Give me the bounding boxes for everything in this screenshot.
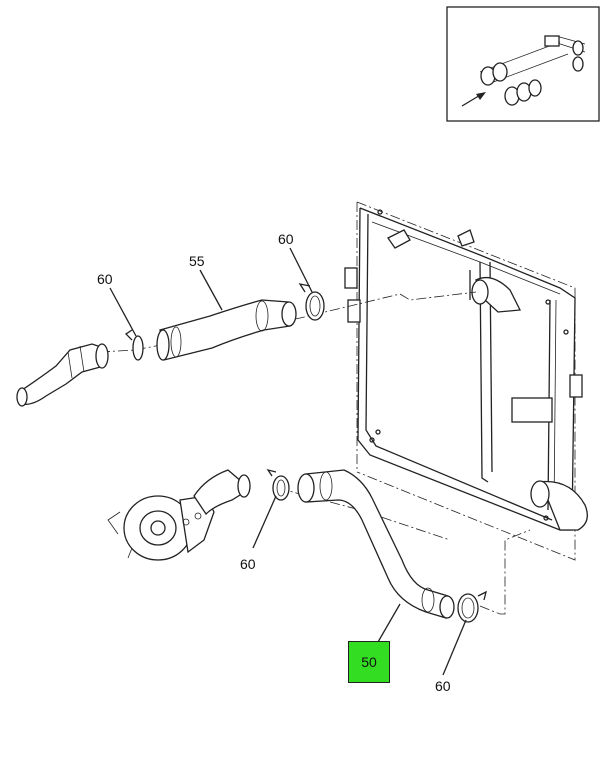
- air-outlet-duct: [16, 343, 109, 407]
- callout-hose-lower-highlighted[interactable]: 50: [348, 641, 390, 683]
- leader-lines: [109, 247, 467, 676]
- callout-clamp-lower-left: 60: [240, 556, 256, 572]
- lower-hose: [297, 469, 455, 619]
- assembly-centerlines: [99, 291, 531, 615]
- cooler-upper-inlet: [471, 276, 522, 313]
- clamp-upper-right: [298, 283, 325, 321]
- upper-hose: [156, 299, 297, 361]
- location-arrow-icon: [461, 92, 486, 107]
- clamp-upper-left: [124, 329, 144, 361]
- callout-clamp-lower-right: 60: [435, 678, 451, 694]
- callout-clamp-upper-right: 60: [278, 231, 294, 247]
- callout-clamp-upper-left: 60: [97, 271, 113, 287]
- chassis-icon: [479, 35, 586, 106]
- cooler-lower-outlet: [530, 480, 588, 531]
- turbocharger: [107, 469, 251, 561]
- locator-inset: [446, 6, 600, 122]
- clamp-lower-right: [457, 590, 487, 623]
- radiator-frame: [344, 201, 583, 561]
- callout-hose-upper: 55: [189, 253, 205, 269]
- clamp-lower-left: [266, 468, 290, 501]
